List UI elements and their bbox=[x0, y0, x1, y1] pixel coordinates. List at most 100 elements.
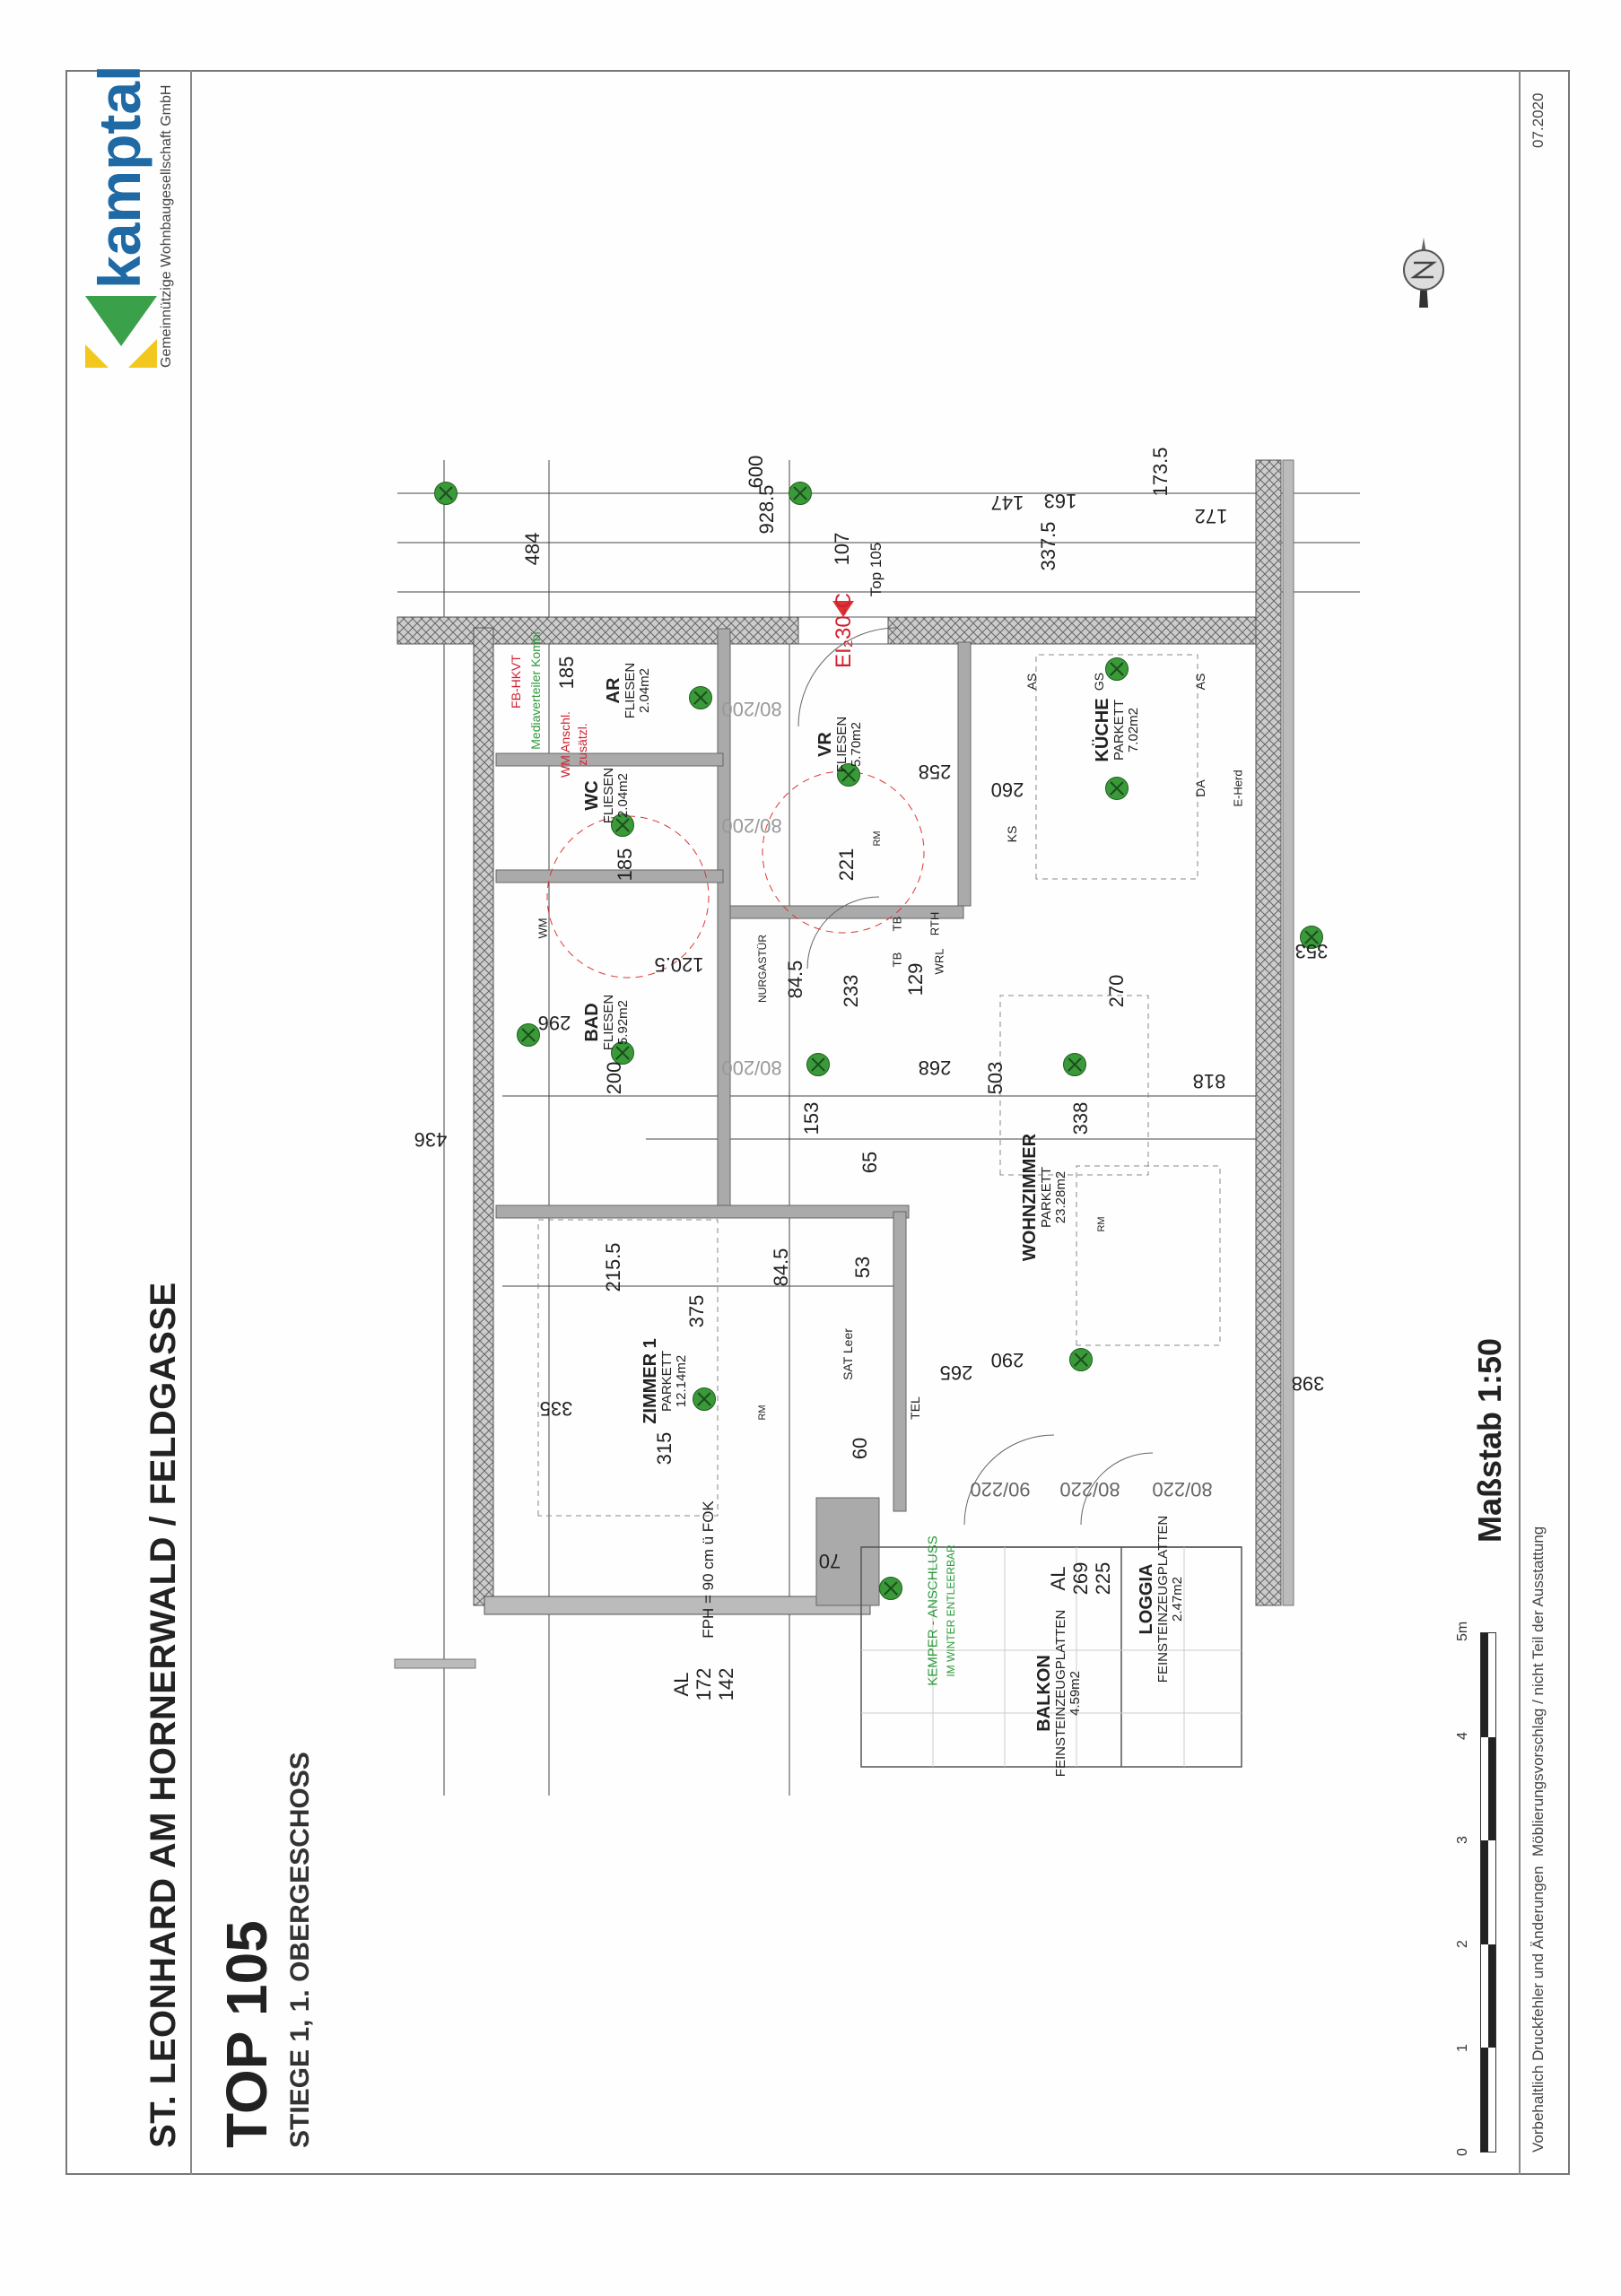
wm-note: WM Anschl. bbox=[558, 711, 572, 778]
outer-walls bbox=[397, 459, 1282, 1615]
dimension-label: 53 bbox=[851, 1256, 874, 1279]
dimension-label: 60 bbox=[849, 1437, 871, 1460]
dimension-label: 173.5 bbox=[1149, 447, 1172, 497]
fixture-wm: WM bbox=[536, 918, 550, 939]
fixture-gs: GS bbox=[1092, 672, 1106, 691]
fixture-as: AS bbox=[1024, 673, 1039, 691]
ceiling-light-icon bbox=[1105, 777, 1129, 800]
dimension-label: 107 bbox=[831, 532, 853, 566]
dimension-label: 398 bbox=[1291, 1372, 1325, 1395]
window-height-value: 172 bbox=[693, 1667, 715, 1701]
tel-label: TEL bbox=[908, 1396, 922, 1420]
dimension-label: 120.5 bbox=[654, 953, 704, 976]
fixture-rm: RM bbox=[1096, 1216, 1107, 1232]
dimension-label: 600 bbox=[745, 455, 767, 489]
dimension-label: 296 bbox=[537, 1012, 571, 1034]
neighbor-walls bbox=[394, 459, 1294, 1669]
door-fire-rating: EI₂30-C bbox=[832, 592, 856, 669]
dimension-label: 484 bbox=[521, 532, 544, 566]
ceiling-light-icon bbox=[879, 1577, 902, 1600]
kemper-note: IM WINTER ENTLEERBAR bbox=[945, 1544, 957, 1677]
ceiling-light-icon bbox=[789, 482, 812, 505]
door-size-label: 80/220 bbox=[1152, 1478, 1213, 1500]
door-size-label: 80/200 bbox=[721, 1057, 782, 1079]
dimension-label: 338 bbox=[1069, 1101, 1092, 1135]
dimension-label: 65 bbox=[858, 1151, 881, 1174]
north-arrow-icon bbox=[1403, 238, 1444, 308]
fixture-e-herd: E-Herd bbox=[1231, 770, 1245, 807]
kamptal-logo: kamptal Gemeinnützige Wohnbaugesellschaf… bbox=[85, 65, 184, 368]
dimension-label: 185 bbox=[614, 848, 636, 882]
ceiling-light-icon bbox=[1063, 1053, 1086, 1076]
fixture-as: AS bbox=[1193, 673, 1207, 691]
dimension-label: 290 bbox=[990, 1349, 1024, 1371]
dimension-label: 147 bbox=[990, 491, 1024, 514]
dimension-label: 221 bbox=[835, 848, 858, 882]
dimension-label: 260 bbox=[990, 778, 1024, 801]
entrance-label: Top 105 bbox=[867, 542, 885, 597]
fph-note: FPH = 90 cm ü FOK bbox=[700, 1500, 717, 1639]
dimension-label: 503 bbox=[984, 1061, 1007, 1095]
window-height-value: 225 bbox=[1092, 1561, 1114, 1596]
dimension-label: 436 bbox=[414, 1128, 448, 1151]
ceiling-light-icon bbox=[1105, 657, 1129, 681]
dimension-label: 163 bbox=[1043, 490, 1077, 512]
dimension-label: 268 bbox=[918, 1057, 952, 1079]
dimension-label: 215.5 bbox=[602, 1242, 624, 1292]
dimension-label: 84.5 bbox=[770, 1248, 792, 1287]
dimension-label: 335 bbox=[539, 1397, 573, 1420]
fixture-tb: TB bbox=[890, 952, 904, 968]
fixture-ks: KS bbox=[1005, 825, 1019, 843]
dimension-label: 270 bbox=[1105, 974, 1128, 1008]
kemper-note: KEMPER - ANSCHLUSS bbox=[925, 1535, 941, 1686]
fb-hkvt-label: FB-HKVT bbox=[509, 655, 523, 709]
fixture-rth: RTH bbox=[928, 911, 942, 936]
dimension-label: 153 bbox=[800, 1101, 823, 1135]
dimension-label: 337.5 bbox=[1037, 521, 1059, 571]
entrance-marker-icon bbox=[832, 601, 854, 617]
door-swings bbox=[797, 627, 1154, 1526]
door-size-label: 90/220 bbox=[970, 1478, 1031, 1500]
dimension-label: 258 bbox=[918, 761, 952, 783]
ceiling-light-icon bbox=[434, 482, 458, 505]
fixture-da: DA bbox=[1193, 779, 1207, 797]
media-distributor-label: Mediaverteiler Kombi bbox=[528, 631, 543, 750]
window-height-value: 142 bbox=[715, 1667, 737, 1701]
dimension-label: 200 bbox=[603, 1061, 625, 1095]
sat-leer-label: SAT Leer bbox=[841, 1328, 855, 1380]
dimension-label: 265 bbox=[939, 1361, 973, 1384]
dimension-label: 375 bbox=[685, 1294, 708, 1328]
fixture-rm: RM bbox=[757, 1405, 768, 1421]
dimension-label: 172 bbox=[1194, 505, 1228, 527]
ceiling-light-icon bbox=[689, 686, 712, 709]
ceiling-light-icon bbox=[693, 1387, 716, 1411]
dimension-lines bbox=[397, 460, 1360, 1796]
balcony-tiles bbox=[861, 1547, 1242, 1767]
window-height-label: AL bbox=[1047, 1566, 1069, 1591]
fixture-wrl: WRL bbox=[932, 948, 946, 975]
dimension-label: 928.5 bbox=[755, 484, 778, 535]
balcony-outline bbox=[860, 1546, 1242, 1768]
window-height-value: 269 bbox=[1069, 1561, 1092, 1596]
door-size-label: 80/220 bbox=[1059, 1478, 1120, 1500]
dimension-label: 84.5 bbox=[784, 960, 806, 999]
ceiling-light-icon bbox=[517, 1023, 540, 1047]
dimension-label: 129 bbox=[904, 962, 927, 996]
dimension-label: 353 bbox=[1294, 940, 1329, 962]
fixture-tb: TB bbox=[890, 916, 904, 932]
window-height-label: AL bbox=[670, 1672, 693, 1697]
dimension-label: 315 bbox=[653, 1431, 675, 1465]
interior-walls bbox=[495, 628, 972, 1606]
ceiling-light-icon bbox=[806, 1053, 830, 1076]
